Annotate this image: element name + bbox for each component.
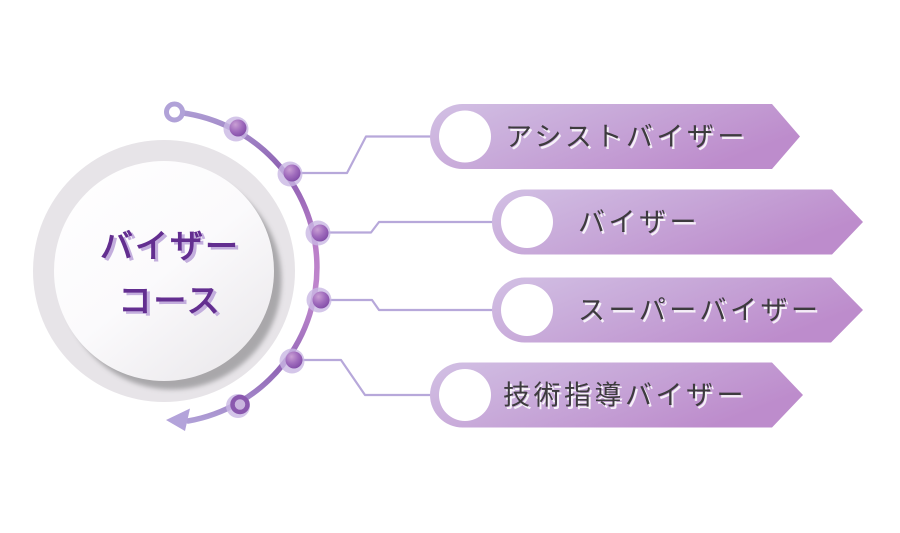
level-banner-3: スーパーバイザー スーパーバイザー	[492, 277, 863, 343]
level-banner-1: アシストバイザー アシストバイザー	[430, 104, 800, 169]
arc-node-1-core	[229, 119, 247, 137]
arc-node-5	[279, 348, 305, 374]
level-banner-4: 技術指導バイザー 技術指導バイザー	[430, 362, 803, 428]
banner-3-circle	[501, 284, 553, 336]
arc-node-6	[226, 394, 250, 418]
connector-line-3	[321, 298, 512, 312]
course-circle-face	[54, 161, 274, 381]
arc-nodes	[164, 101, 332, 418]
connector-line-1	[292, 135, 452, 175]
connector-line-4	[294, 358, 452, 397]
arc-start-ring-node	[164, 101, 185, 123]
banner-1-circle	[439, 110, 491, 163]
banner-1-label-shadow: アシストバイザー	[507, 125, 750, 156]
arc-node-3	[305, 220, 331, 246]
banner-4-label: 技術指導バイザー	[503, 381, 747, 412]
banner-1-label: アシストバイザー	[505, 122, 748, 153]
arc-arrowhead-icon	[166, 408, 190, 431]
banner-4-shape	[430, 362, 803, 428]
arc-node-3-core	[311, 224, 329, 242]
banner-4-label-shadow: 技術指導バイザー	[505, 383, 749, 414]
banner-2-label: バイザー	[578, 208, 700, 239]
banner-3-label: スーパーバイザー	[578, 296, 821, 327]
course-circle: バイザー バイザー コース コース	[33, 140, 295, 402]
arc-node-6-core	[230, 394, 250, 415]
course-title-line2: コース	[118, 281, 221, 320]
banner-2-label-shadow: バイザー	[580, 210, 702, 241]
connectors	[292, 135, 512, 397]
arc-node-2	[277, 161, 303, 187]
course-title-line1-shadow: バイザー	[103, 229, 243, 268]
arc-node-5-core	[285, 351, 303, 369]
banner-2-shape	[492, 189, 863, 255]
arc-node-2-core	[283, 164, 301, 182]
level-banner-2: バイザー バイザー	[492, 189, 863, 255]
arc-node-4	[306, 287, 332, 313]
course-title-line2-shadow: コース	[121, 284, 224, 323]
banner-4-circle	[439, 369, 491, 421]
arc-node-1	[223, 116, 249, 142]
arc-node-4-core	[312, 291, 330, 309]
banner-1-shape	[430, 104, 800, 169]
banner-3-shape	[492, 277, 863, 343]
banner-2-circle	[501, 196, 553, 248]
course-title-line1: バイザー	[100, 227, 240, 266]
banner-3-label-shadow: スーパーバイザー	[580, 298, 823, 329]
connector-line-2	[320, 220, 512, 234]
